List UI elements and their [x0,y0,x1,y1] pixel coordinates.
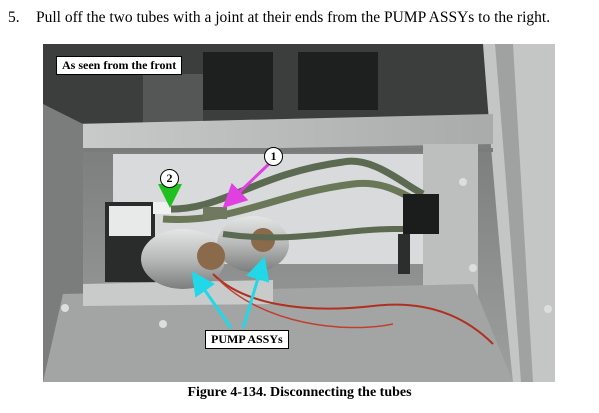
callout-1: 1 [264,147,283,166]
figure-caption: Figure 4-134. Disconnecting the tubes [187,385,412,400]
photo-illustration [43,44,555,382]
figure-photo [43,44,555,382]
view-label: As seen from the front [56,56,183,75]
step-number: 5. [8,9,20,26]
callout-2: 2 [160,169,179,188]
arrow-1 [222,160,273,209]
arrow-pump-left [191,271,233,329]
pump-assys-label: PUMP ASSYs [205,330,289,349]
step-text: Pull off the two tubes with a joint at t… [36,9,551,26]
arrow-pump-right [241,256,270,329]
instruction-step: 5. Pull off the two tubes with a joint at… [8,9,550,27]
